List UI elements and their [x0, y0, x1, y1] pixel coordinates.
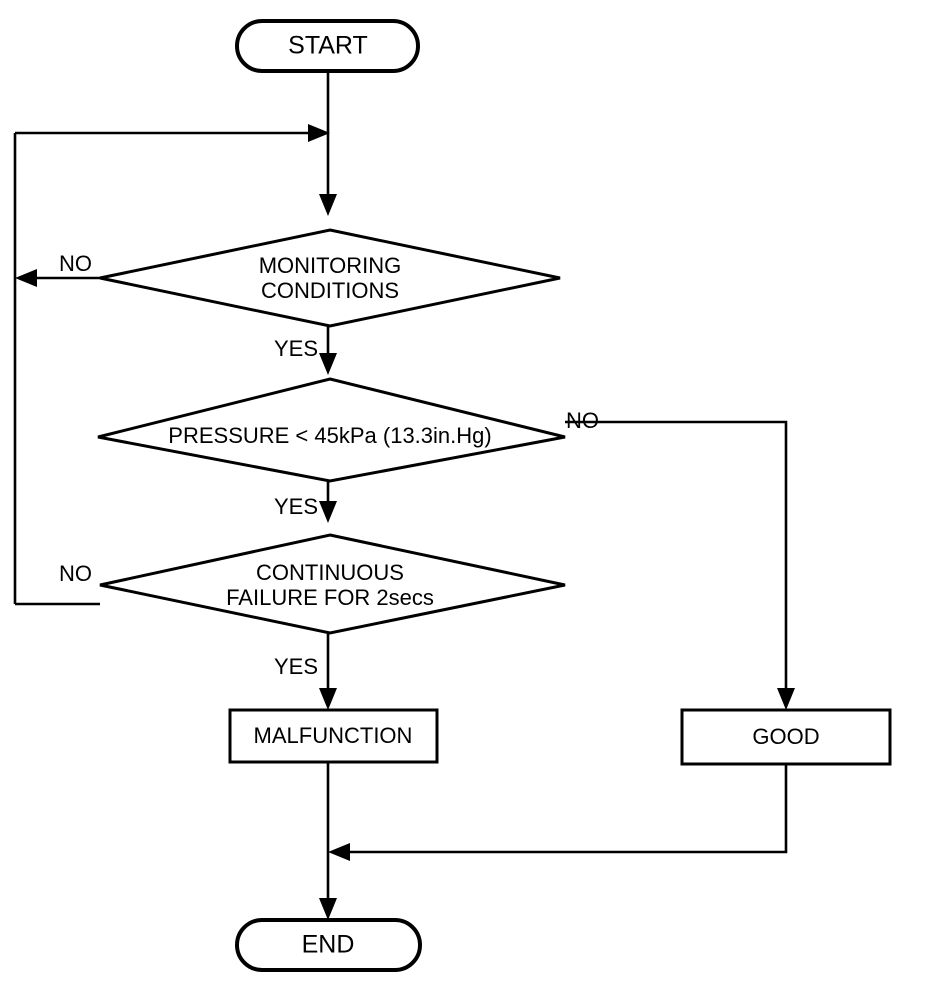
arrowhead-into-end: [319, 898, 337, 920]
arrowhead-into-pressure: [319, 353, 337, 375]
node-good[interactable]: [680, 708, 892, 766]
arrowhead-into-malfunction: [319, 688, 337, 710]
edge-label-continuous-no: NO: [59, 561, 92, 586]
node-malfunction[interactable]: [228, 708, 439, 764]
arrowhead-into-continuous: [319, 501, 337, 523]
node-continuous-failure[interactable]: [99, 533, 566, 635]
arrowhead-into-good: [777, 688, 795, 710]
edge-good-to-end: [340, 764, 788, 854]
node-malfunction-label: MALFUNCTION: [254, 723, 413, 748]
node-continuous-label-line2: FAILURE FOR 2secs: [226, 585, 434, 610]
edge-label-pressure-yes: YES: [274, 494, 318, 519]
node-pressure-label: PRESSURE < 45kPa (13.3in.Hg): [168, 423, 491, 448]
edge-pressure-no: [565, 420, 788, 698]
node-monitoring-label-line1: MONITORING: [259, 253, 402, 278]
node-end[interactable]: [235, 918, 422, 972]
edge-label-monitoring-yes: YES: [274, 336, 318, 361]
arrowhead-loopback-rejoin: [308, 124, 330, 142]
node-end-label: END: [302, 931, 355, 959]
edge-label-pressure-no: NO: [566, 408, 599, 433]
arrowhead-into-monitoring: [319, 194, 337, 216]
edge-label-continuous-yes: YES: [274, 654, 318, 679]
node-start-label: START: [288, 32, 368, 60]
node-good-label: GOOD: [752, 724, 819, 749]
node-pressure-check[interactable]: [97, 377, 566, 483]
edge-label-monitoring-no: NO: [59, 251, 92, 276]
node-continuous-label-line1: CONTINUOUS: [256, 560, 404, 585]
node-start[interactable]: [235, 19, 420, 73]
arrowhead-monitoring-no: [15, 269, 37, 287]
node-monitoring-label-line2: CONDITIONS: [261, 278, 399, 303]
node-monitoring-conditions[interactable]: [99, 228, 561, 328]
arrowhead-good-merge: [328, 843, 350, 861]
